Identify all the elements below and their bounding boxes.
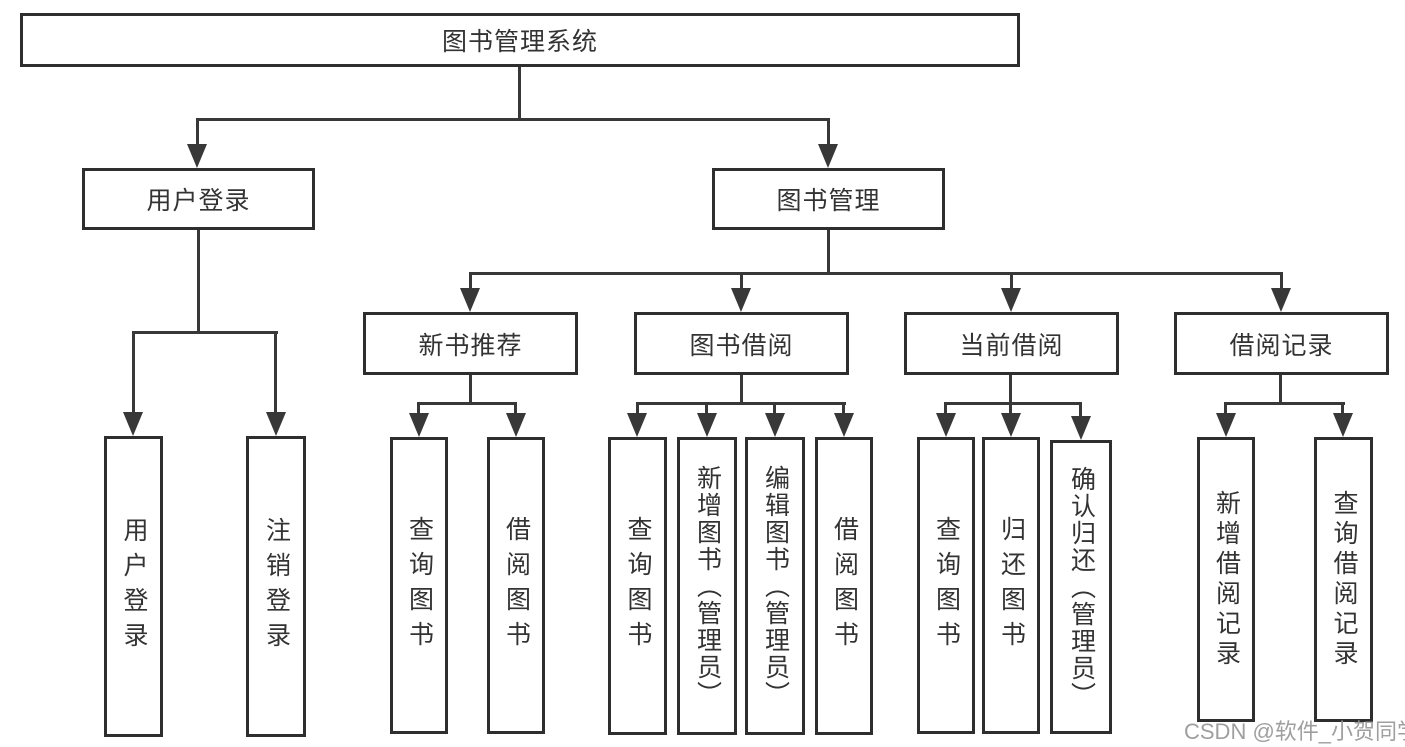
- connector-arrow-icon: [834, 413, 854, 437]
- node-book-management: 图书管理: [712, 168, 945, 230]
- leaf-return-books: 归还图书: [982, 437, 1040, 734]
- connector-line: [1010, 272, 1013, 290]
- leaf-add-borrow-record: 新增借阅记录: [1197, 437, 1255, 722]
- node-book-borrowing: 图书借阅: [634, 312, 849, 375]
- node-new-book-recommend: 新书推荐: [363, 312, 578, 375]
- connector-line: [740, 375, 743, 404]
- connector-line: [197, 230, 200, 333]
- leaf-borrow-books: 借阅图书: [815, 437, 873, 735]
- leaf-label: 借阅图书: [830, 516, 859, 656]
- connector-line: [827, 118, 830, 148]
- connector-line: [842, 402, 845, 415]
- leaf-logout: 注销登录: [246, 436, 306, 737]
- connector-arrow-icon: [266, 412, 286, 436]
- connector-line: [1224, 402, 1227, 415]
- connector-arrow-icon: [1216, 413, 1236, 437]
- connector-arrow-icon: [460, 288, 480, 312]
- leaf-query-books: 查询图书: [917, 437, 975, 734]
- connector-line: [740, 272, 743, 290]
- node-user-login: 用户登录: [82, 168, 315, 230]
- leaf-label: 确认归还（管理员）: [1067, 465, 1096, 709]
- connector-line: [417, 402, 517, 405]
- leaf-query-books: 查询图书: [390, 437, 448, 734]
- leaf-label: 新增图书（管理员）: [693, 464, 722, 708]
- leaf-user-login: 用户登录: [104, 436, 163, 737]
- connector-arrow-icon: [731, 288, 751, 312]
- connector-line: [1279, 375, 1282, 404]
- connector-line: [132, 331, 278, 334]
- connector-arrow-icon: [1333, 413, 1353, 437]
- leaf-query-borrow-record: 查询借阅记录: [1314, 437, 1373, 722]
- connector-line: [1009, 402, 1012, 415]
- leaf-label: 借阅图书: [502, 515, 531, 656]
- connector-line: [1079, 402, 1082, 418]
- leaf-borrow-books: 借阅图书: [487, 437, 545, 734]
- connector-line: [1224, 402, 1345, 405]
- connector-line: [944, 402, 947, 415]
- connector-line: [196, 118, 830, 121]
- connector-line: [1009, 375, 1012, 404]
- leaf-label: 归还图书: [997, 515, 1026, 656]
- connector-arrow-icon: [818, 144, 838, 168]
- connector-arrow-icon: [1071, 416, 1091, 440]
- leaf-label: 查询图书: [932, 515, 961, 656]
- node-label: 用户登录: [146, 187, 251, 215]
- connector-arrow-icon: [506, 413, 526, 437]
- connector-line: [469, 272, 472, 290]
- leaf-edit-book-admin: 编辑图书（管理员）: [745, 437, 805, 735]
- connector-arrow-icon: [1001, 288, 1021, 312]
- connector-line: [705, 402, 708, 415]
- node-label: 当前借阅: [959, 331, 1064, 360]
- leaf-add-book-admin: 新增图书（管理员）: [677, 437, 737, 735]
- node-library-management-system: 图书管理系统: [20, 13, 1020, 67]
- connector-arrow-icon: [697, 413, 717, 437]
- leaf-label: 用户登录: [120, 516, 148, 657]
- connector-line: [514, 402, 517, 415]
- connector-arrow-icon: [187, 144, 207, 168]
- leaf-label: 查询图书: [624, 516, 652, 656]
- connector-arrow-icon: [1271, 288, 1291, 312]
- leaf-label: 查询图书: [405, 515, 434, 656]
- connector-line: [944, 402, 1082, 405]
- node-label: 图书管理系统: [441, 28, 598, 56]
- node-label: 新书推荐: [418, 331, 523, 360]
- connector-line: [196, 118, 199, 148]
- connector-arrow-icon: [409, 413, 429, 437]
- leaf-label: 注销登录: [262, 516, 291, 657]
- connector-arrow-icon: [765, 413, 785, 437]
- node-borrowing-records: 借阅记录: [1174, 312, 1389, 375]
- connector-line: [1341, 402, 1344, 415]
- connector-line: [518, 67, 521, 120]
- connector-line: [469, 375, 472, 404]
- node-label: 图书借阅: [689, 331, 794, 360]
- connector-arrow-icon: [627, 413, 647, 437]
- node-label: 借阅记录: [1229, 331, 1334, 360]
- connector-line: [469, 272, 1283, 275]
- leaf-label: 查询借阅记录: [1330, 489, 1358, 670]
- connector-line: [132, 331, 135, 414]
- connector-line: [773, 402, 776, 415]
- node-current-borrowing: 当前借阅: [904, 312, 1119, 375]
- connector-arrow-icon: [1001, 413, 1021, 437]
- leaf-label: 新增借阅记录: [1212, 489, 1241, 670]
- node-label: 图书管理: [776, 187, 881, 215]
- connector-arrow-icon: [936, 413, 956, 437]
- connector-line: [636, 402, 639, 415]
- connector-line: [636, 402, 846, 405]
- leaf-confirm-return-admin: 确认归还（管理员）: [1050, 440, 1112, 734]
- csdn-watermark: CSDN @软件_小贺同学: [1184, 719, 1405, 744]
- connector-line: [417, 402, 420, 415]
- leaf-label: 编辑图书（管理员）: [761, 464, 790, 708]
- connector-arrow-icon: [123, 412, 143, 436]
- connector-line: [827, 230, 830, 274]
- connector-line: [1280, 272, 1283, 290]
- leaf-query-books: 查询图书: [608, 437, 667, 735]
- connector-line: [274, 331, 277, 414]
